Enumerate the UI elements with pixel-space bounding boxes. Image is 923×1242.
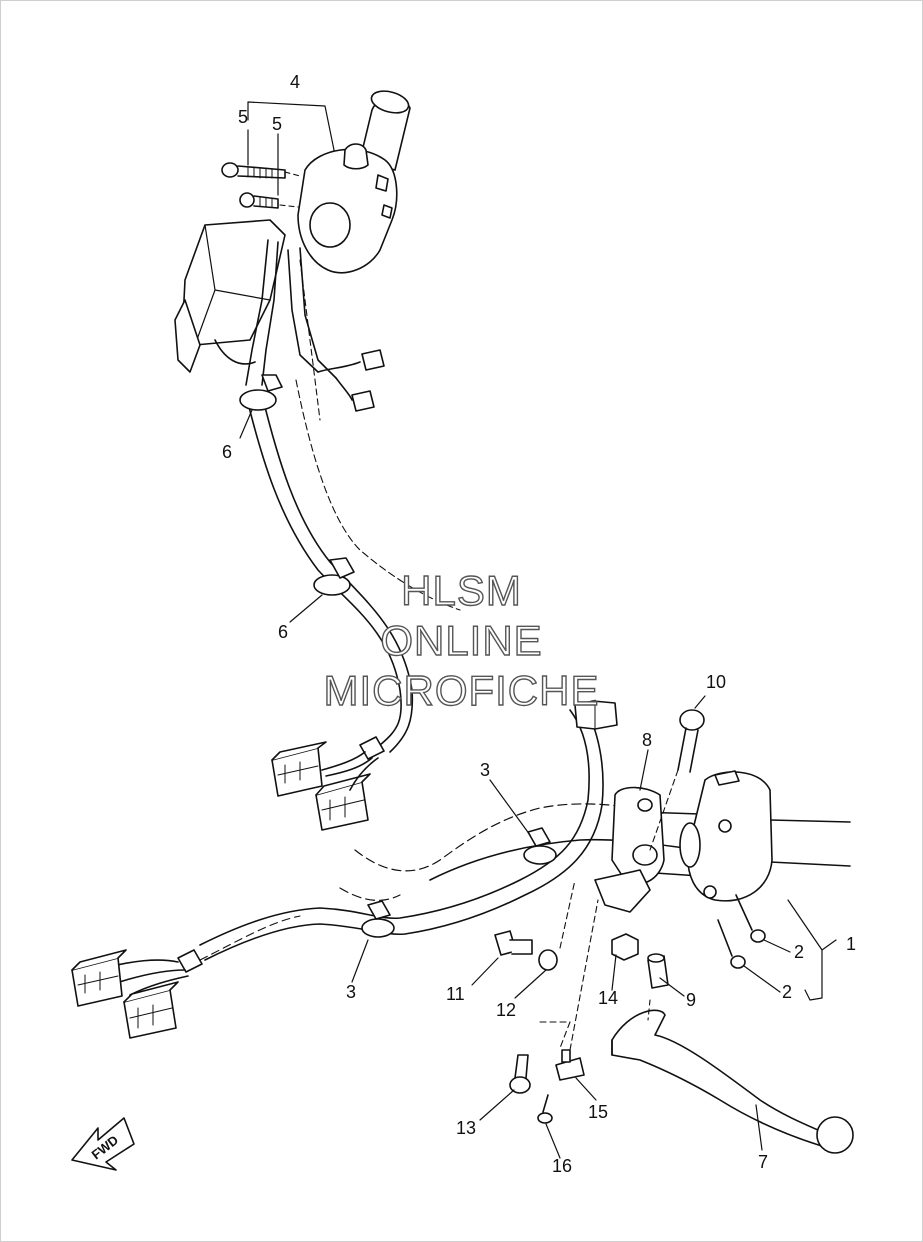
callout-9: 9 (686, 990, 696, 1010)
callout-6b: 6 (278, 622, 288, 642)
leader-lines (239, 101, 837, 1159)
callout-6a: 6 (222, 442, 232, 462)
watermark-line-1: HLSM (400, 567, 522, 614)
handlebar-switch-lower (679, 770, 773, 969)
callout-13: 13 (456, 1118, 476, 1138)
forward-arrow-icon: FWD (71, 1117, 135, 1171)
watermark-line-3: MICROFICHE (323, 667, 600, 714)
callout-7: 7 (758, 1152, 768, 1172)
callout-3a: 3 (480, 760, 490, 780)
callout-14: 14 (598, 988, 618, 1008)
callout-labels: 4 5 5 6 6 10 8 3 3 1 2 2 11 12 14 9 15 1… (222, 72, 856, 1176)
callout-8: 8 (642, 730, 652, 750)
callout-16: 16 (552, 1156, 572, 1176)
handlebar-tube (339, 803, 851, 901)
callout-10: 10 (706, 672, 726, 692)
callout-1: 1 (846, 934, 856, 954)
lever-bracket (494, 709, 854, 1154)
callout-15: 15 (588, 1102, 608, 1122)
upper-wire-harness (239, 374, 461, 831)
handlebar-switch-upper (174, 90, 411, 421)
callout-2a: 2 (794, 942, 804, 962)
callout-3b: 3 (346, 982, 356, 1002)
callout-11: 11 (446, 984, 465, 1004)
lower-wire-harness (71, 699, 618, 1039)
callout-5a: 5 (238, 107, 248, 127)
callout-4: 4 (290, 72, 300, 92)
callout-2b: 2 (782, 982, 792, 1002)
callout-12: 12 (496, 1000, 516, 1020)
callout-5b: 5 (272, 114, 282, 134)
watermark-line-2: ONLINE (380, 617, 543, 664)
